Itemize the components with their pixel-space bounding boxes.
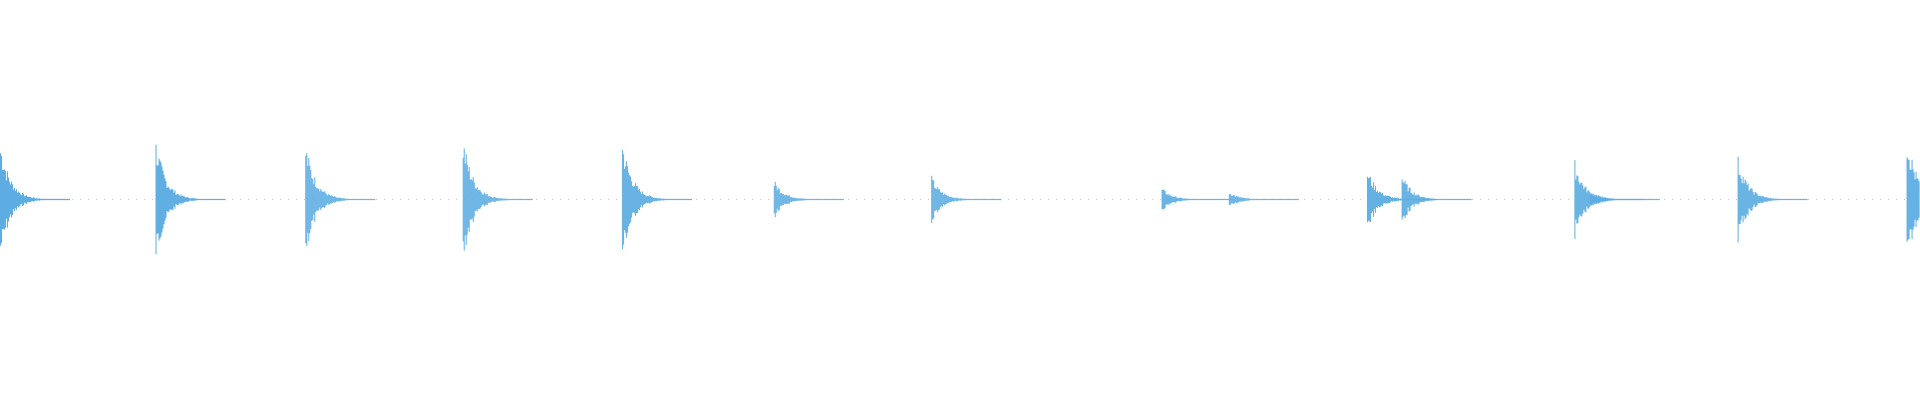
waveform-transient — [622, 149, 693, 250]
waveform-transient — [1401, 179, 1472, 220]
waveform-transient — [305, 153, 376, 246]
waveform-transient — [1367, 176, 1438, 223]
waveform-transient — [1906, 157, 1920, 242]
transients-group — [0, 144, 1920, 255]
waveform-transient — [1228, 193, 1299, 206]
waveform-transient — [1737, 156, 1808, 243]
waveform-transient — [462, 148, 533, 251]
waveform-transient — [1589, 193, 1660, 206]
waveform-transient — [931, 175, 1002, 224]
waveform-transient — [155, 144, 226, 255]
waveform-transient — [0, 153, 70, 246]
waveform-transient — [1161, 189, 1232, 210]
waveform-transient — [773, 181, 844, 218]
